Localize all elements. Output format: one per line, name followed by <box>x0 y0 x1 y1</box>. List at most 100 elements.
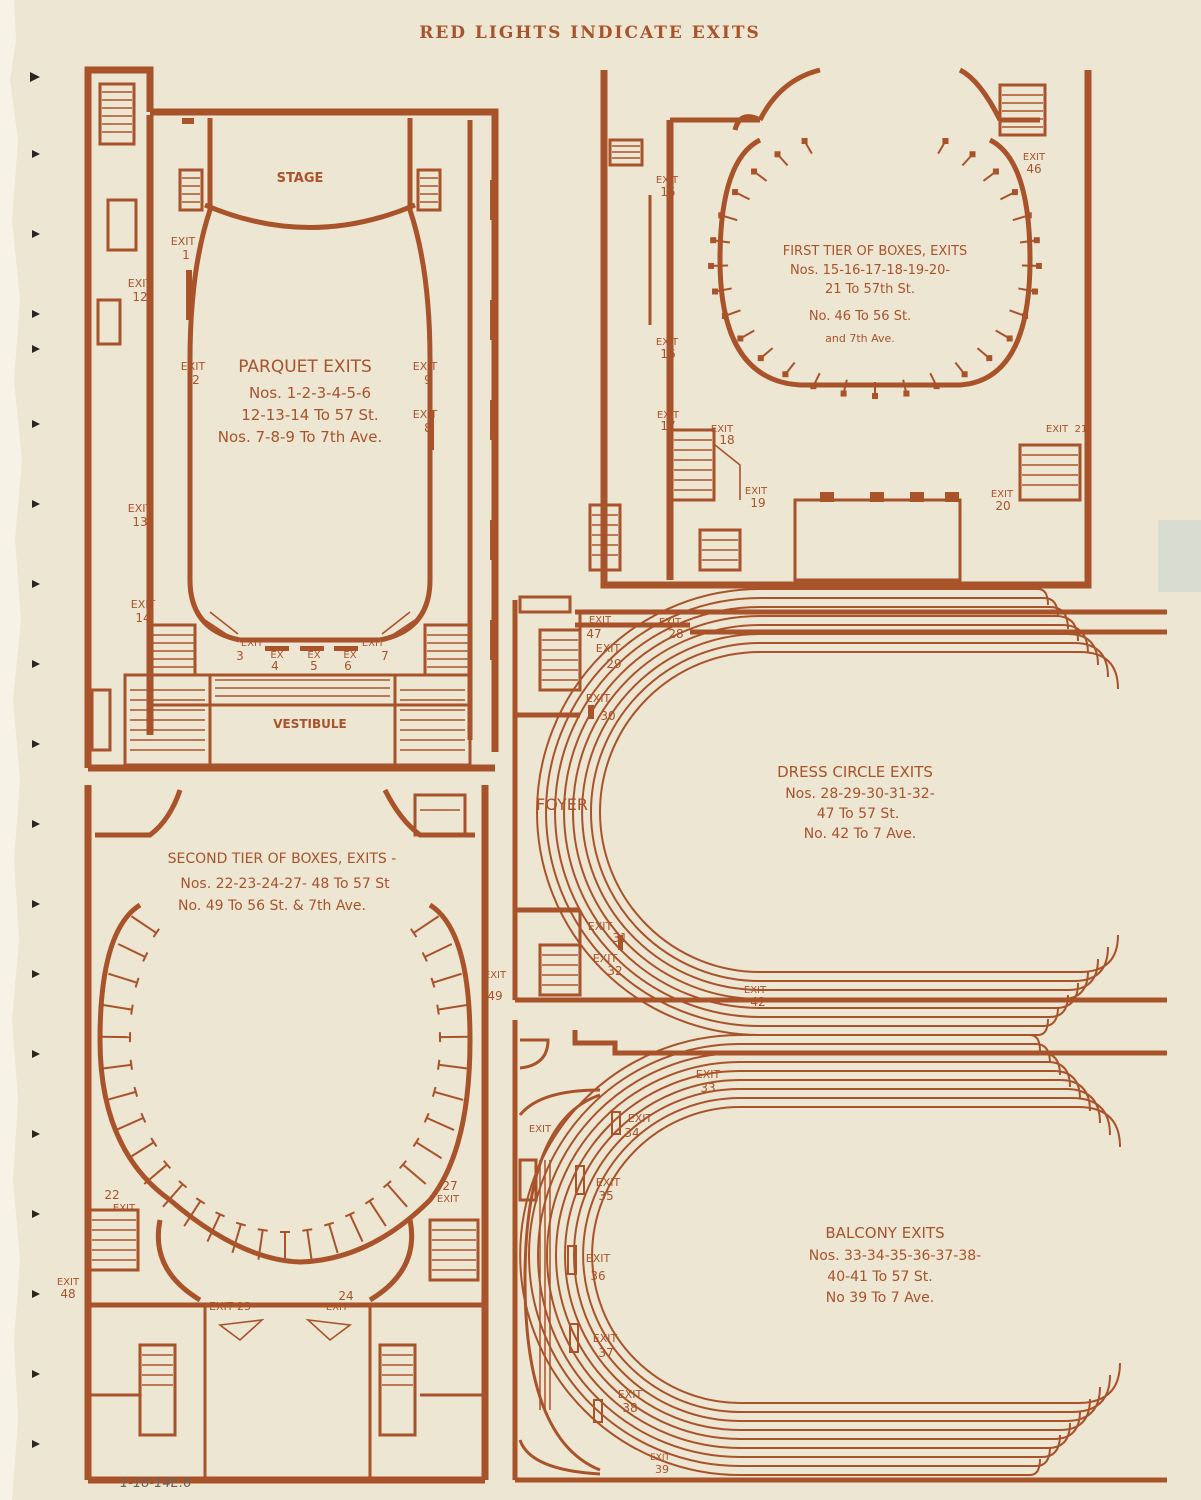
dress-circle-row <box>590 642 1074 982</box>
svg-text:16: 16 <box>660 347 675 361</box>
svg-text:EXIT: EXIT <box>596 1176 621 1189</box>
svg-text:EXIT: EXIT <box>628 1112 653 1125</box>
balcony-row-end <box>1059 1398 1091 1431</box>
second-tier-box-seat <box>150 1137 158 1148</box>
dress-circle-row-end <box>1067 633 1099 666</box>
first-tier-box-seat <box>872 393 878 399</box>
svg-text:EXIT: EXIT <box>241 638 264 649</box>
balcony-row-end <box>1047 1061 1071 1088</box>
svg-text:47: 47 <box>586 627 601 641</box>
second-tier-box-seat <box>323 1221 335 1227</box>
svg-text:EXIT: EXIT <box>131 598 156 611</box>
balcony-row-end <box>1071 1097 1111 1136</box>
svg-text:EXIT: EXIT <box>711 424 734 435</box>
svg-text:EX: EX <box>343 650 356 661</box>
first-tier-box-seat <box>1006 335 1013 342</box>
parquet-plan: STAGE VESTIBULE PARQUET EXITS Nos. 1-2-3… <box>84 66 499 772</box>
svg-text:EXIT: EXIT <box>593 952 618 965</box>
svg-text:EXIT: EXIT <box>57 1277 80 1288</box>
first-tier-line-3: No. 46 To 56 St. <box>809 309 911 324</box>
second-tier-box-divider <box>432 972 462 984</box>
balcony-row <box>591 1106 1078 1404</box>
second-tier-box-divider <box>117 943 146 958</box>
svg-text:42: 42 <box>750 995 765 1009</box>
first-tier-box-seat <box>840 390 847 397</box>
balcony-row <box>555 1070 1054 1440</box>
first-tier-box-seat <box>1025 212 1032 219</box>
svg-text:14: 14 <box>135 611 150 625</box>
second-tier-box-seat <box>421 952 428 962</box>
first-tier-box-seat <box>712 288 719 295</box>
second-tier-box-divider <box>437 1003 468 1011</box>
first-tier-box-seat <box>737 335 744 342</box>
dress-circle-row <box>563 615 1056 1009</box>
catalog-note: 1-18-14E.6 <box>120 1476 191 1491</box>
svg-text:EXIT: EXIT <box>113 1203 136 1214</box>
second-tier-box-divider <box>413 915 440 934</box>
svg-text:EXIT: EXIT <box>618 1388 643 1401</box>
first-tier-title: FIRST TIER OF BOXES, EXITS <box>783 244 968 259</box>
balcony-row <box>528 1043 1036 1467</box>
dress-circle-plan: FOYER DRESS CIRCLE EXITS Nos. 28-29-30-3… <box>512 588 1167 1036</box>
svg-text:EXIT: EXIT <box>586 692 611 705</box>
balcony-seat-rows <box>519 1034 1121 1476</box>
svg-text:EXIT: EXIT <box>696 1068 721 1081</box>
svg-text:13: 13 <box>132 515 147 529</box>
second-tier-box-seat <box>163 1160 172 1170</box>
first-tier-line-4: and 7th Ave. <box>825 332 895 345</box>
svg-text:27: 27 <box>442 1179 457 1193</box>
second-tier-box-seat <box>257 1228 268 1232</box>
first-tier-box-seat <box>718 212 725 219</box>
svg-text:EXIT: EXIT <box>326 1302 349 1313</box>
dress-circle-row-end <box>1037 1018 1049 1036</box>
first-tier-box-seat <box>1011 189 1018 196</box>
first-tier-box-seat <box>969 151 976 158</box>
parquet-title: PARQUET EXITS <box>238 357 372 377</box>
second-tier-box-divider <box>257 1229 264 1260</box>
svg-text:34: 34 <box>624 1126 639 1140</box>
dress-circle-row-end <box>1061 970 1089 1000</box>
svg-text:EXIT: EXIT <box>413 360 438 373</box>
svg-text:36: 36 <box>590 1269 605 1283</box>
second-tier-box-divider <box>108 972 138 984</box>
svg-text:17: 17 <box>660 419 675 433</box>
svg-text:35: 35 <box>598 1189 613 1203</box>
balcony-row-end <box>1041 1434 1061 1458</box>
stage-label: STAGE <box>277 171 324 186</box>
balcony-title: BALCONY EXITS <box>825 1224 944 1242</box>
svg-text:EXIT: EXIT <box>484 970 507 981</box>
first-tier-box-seat <box>751 168 758 175</box>
svg-text:EXIT: EXIT <box>181 360 206 373</box>
second-tier-title: SECOND TIER OF BOXES, EXITS - <box>168 851 397 867</box>
svg-text:32: 32 <box>607 964 622 978</box>
svg-text:7: 7 <box>381 649 389 663</box>
dress-circle-row-end <box>1067 958 1099 991</box>
vestibule-label: VESTIBULE <box>273 717 347 731</box>
second-tier-box-seat <box>437 1059 441 1070</box>
balcony-row-end <box>1029 1458 1041 1476</box>
second-tier-box-seat <box>412 1137 420 1148</box>
dress-circle-row-end <box>1079 934 1119 973</box>
svg-text:EXIT: EXIT <box>413 408 438 421</box>
first-tier-box-seat <box>732 189 739 196</box>
balcony-row-end <box>1035 1043 1051 1064</box>
balcony-row <box>582 1097 1072 1413</box>
svg-text:EXIT: EXIT <box>128 502 153 515</box>
dress-circle-row-end <box>1037 588 1049 606</box>
svg-text:EXIT: EXIT <box>656 337 679 348</box>
dress-circle-row-end <box>1055 615 1079 642</box>
svg-text:EXIT: EXIT <box>437 1194 460 1205</box>
second-tier-box-seat <box>134 977 140 988</box>
